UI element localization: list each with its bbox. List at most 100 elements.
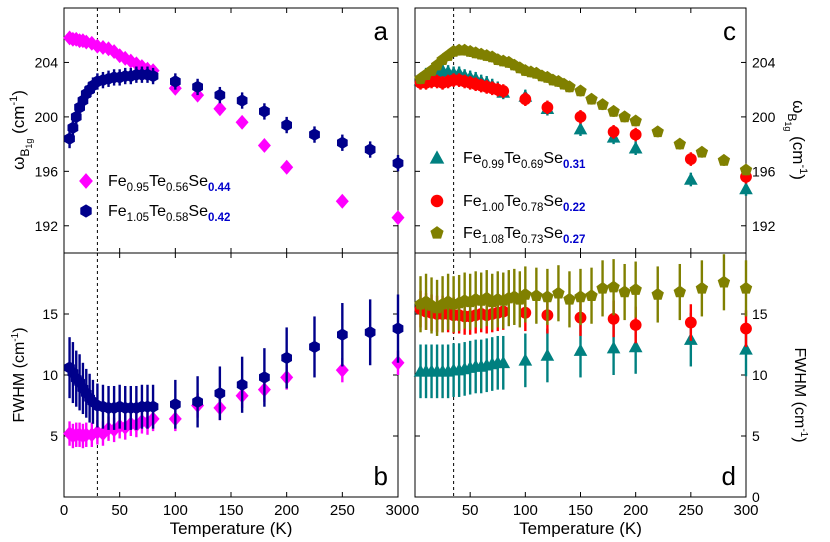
series-s108 [414,43,753,176]
data-point [192,395,203,408]
legend-s095-label: Fe0.95​Te0.56​Se0.44​ [108,173,231,194]
data-point [236,378,248,391]
data-point [113,48,127,64]
legend-marker [430,226,444,239]
data-point [392,157,404,170]
axis-label-part: ω [9,157,28,170]
axis-label-part: FWHM (cm [791,347,808,428]
data-point [573,343,588,356]
axis-label-part: FWHM (cm [11,342,28,423]
x-tick-label: 100 [163,502,188,519]
data-point [309,128,320,141]
axis-label-part: ) [791,437,808,442]
legend-s105-label-part: Fe [108,203,127,220]
data-point [337,136,348,149]
x-tick-label: 300 [733,502,758,519]
x-tick-label: 50 [462,502,479,519]
data-point [335,193,349,209]
y-tick-label: 204 [752,54,776,70]
legend-s095-label-part: 0.95 [127,182,149,194]
data-point [214,387,226,400]
data-point [364,143,376,156]
data-point [607,104,620,117]
y-tick-label: 200 [35,109,59,125]
data-point [596,98,609,110]
legend-s108-label-part: Se [543,225,563,242]
data-point [392,322,404,335]
legend-s099-label-part: 0.31 [563,159,586,171]
legend-s108-label-part: 0.73 [521,234,543,246]
x-tick-label: 150 [568,502,593,519]
data-point [607,280,620,293]
axis-label-part: B [785,113,799,121]
y-axis-label-omega-right: ωB1g (cm-1) [783,100,809,180]
series-s099 [413,312,753,399]
data-point [607,312,620,325]
data-point [585,92,598,105]
data-point [236,94,248,107]
series-s105 [64,66,404,172]
data-point [740,322,752,335]
data-point [629,283,642,295]
data-point [280,159,294,175]
legend-s100-label-part: 0.22 [563,202,585,214]
y-tick-label: 204 [35,54,59,70]
y-axis-label-fwhm-left: FWHM (cm-1) [10,327,28,422]
legend-marker [80,204,92,218]
data-point [541,290,554,303]
data-point [147,69,159,83]
data-point [673,285,686,298]
legend-s095-label-part: Se [188,173,208,190]
y-tick-label: 15 [752,306,768,322]
legend-s105-label-part: 0.42 [208,212,230,224]
data-point [281,351,292,365]
axis-label-part: ) [11,327,28,332]
legend-s100-label-part: Fe [463,193,482,210]
data-point [192,80,203,94]
data-point [628,141,643,154]
data-point [585,289,598,301]
y-tick-label: 10 [752,367,768,383]
series-s105 [64,294,404,430]
legend-s105-label-part: Se [188,203,208,220]
data-point [628,339,643,353]
legend-s100-label-part: Se [543,193,563,210]
legend-s095-label-part: 0.44 [208,182,231,194]
data-point [129,56,143,72]
axis-label-part: -1 [798,428,809,437]
legend-s095-label-part: Te [149,173,166,190]
axis-label-part: ) [9,90,28,96]
series-s108 [414,254,753,336]
x-tick-label: 200 [274,502,299,519]
data-point [391,210,405,226]
x-tick-label: 250 [330,502,355,519]
data-point [518,353,533,366]
data-point [259,371,270,384]
axis-label-part: B [18,149,32,157]
y-tick-label: 10 [42,367,58,383]
legend-marker [430,194,444,208]
data-point [618,110,631,123]
data-point [170,75,181,88]
data-point [563,292,576,305]
panel-label: b [374,461,388,491]
data-point [519,93,532,106]
data-point [259,105,270,118]
legend-s100-label-part: 0.78 [521,202,543,214]
data-point [629,114,642,127]
data-point [540,348,555,361]
data-point [574,84,587,97]
x-tick-label: 300 [385,502,410,519]
data-point [651,125,664,138]
data-point [496,355,511,369]
data-point [541,101,554,114]
data-point [79,34,93,50]
data-point [214,88,226,102]
data-point [739,342,753,355]
y-tick-label: 5 [752,428,760,444]
data-point [717,275,731,288]
series-s100 [414,73,752,184]
data-point [530,289,543,301]
data-point [552,286,565,299]
